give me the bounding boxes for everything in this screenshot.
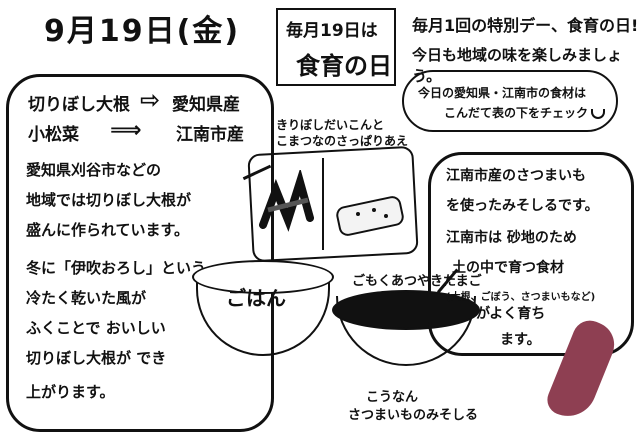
- left-line-3: 盛んに作られています。: [26, 221, 190, 239]
- soup-title: ごもくあつやきたまご: [352, 274, 482, 289]
- long-arrow-icon: ⟹: [110, 118, 141, 143]
- left-line-6: ふくことで おいしい: [26, 319, 166, 337]
- cloud-line2: こんだて表の下をチェック: [444, 104, 606, 121]
- arrow-icon: ⇨: [140, 86, 161, 114]
- special-day-note: 毎月1回の特別デー、食育の日!: [412, 16, 639, 35]
- rice-bowl-top: [192, 260, 334, 294]
- left-speech-bubble: [6, 74, 274, 432]
- tray-divider: [322, 158, 324, 250]
- left-line-7: 切りぼし大根が でき: [26, 349, 167, 367]
- left-line-4: 冬に「伊吹おろし」という: [26, 259, 207, 277]
- left-line-8: 上がります。: [26, 383, 115, 401]
- bowl-icon: [591, 108, 606, 119]
- right-line-4: 土の中で育つ食材: [452, 260, 564, 276]
- right-line-5: (大根、ごぼう、さつまいもなど): [446, 292, 596, 303]
- cloud-line1: 今日の愛知県・江南市の食材は: [418, 86, 587, 100]
- right-line-7: ます。: [500, 332, 541, 348]
- rice-label: ごはん: [226, 286, 286, 310]
- left-line-5: 冷たく乾いた風が: [26, 289, 147, 307]
- shokuiku-badge: [276, 8, 396, 86]
- cloud-line2-text: こんだて表の下をチェック: [444, 106, 589, 120]
- soup-surface: [332, 290, 480, 330]
- badge-line2: 食育の日: [296, 52, 392, 80]
- side-dish-label-line2: こまつなのさっぱりあえ: [276, 133, 409, 148]
- right-line-1: 江南市産のさつまいも: [446, 168, 586, 184]
- soup-sub-line2: さつまいものみそしる: [348, 408, 479, 423]
- greens-illustration: [259, 170, 314, 232]
- side-dish-label-line1: きりぼしだいこんと: [276, 118, 385, 132]
- side-dish-label: きりぼしだいこんと こまつなのさっぱりあえ: [276, 118, 408, 149]
- info-cloud: [402, 70, 618, 132]
- pair2-origin: 江南市産: [176, 125, 244, 145]
- badge-line1: 毎月19日は: [286, 21, 378, 41]
- right-speech-bubble: [428, 152, 634, 356]
- right-line-3: 江南市は 砂地のため: [446, 230, 577, 246]
- omelet-illustration: [336, 196, 404, 236]
- right-line-2: を使ったみそしるです。: [446, 198, 599, 214]
- left-line-2: 地域では切りぼし大根が: [26, 191, 192, 209]
- right-line-6: がよく育ち: [476, 306, 546, 322]
- page-date: 9月19日(金): [44, 14, 241, 49]
- pair1-ingredient: 切りぼし大根: [28, 95, 130, 115]
- pair1-origin: 愛知県産: [172, 95, 240, 115]
- soup-sub-line1: こうなん: [366, 390, 419, 405]
- pair2-ingredient: 小松菜: [28, 125, 79, 145]
- left-line-1: 愛知県刈谷市などの: [26, 161, 162, 179]
